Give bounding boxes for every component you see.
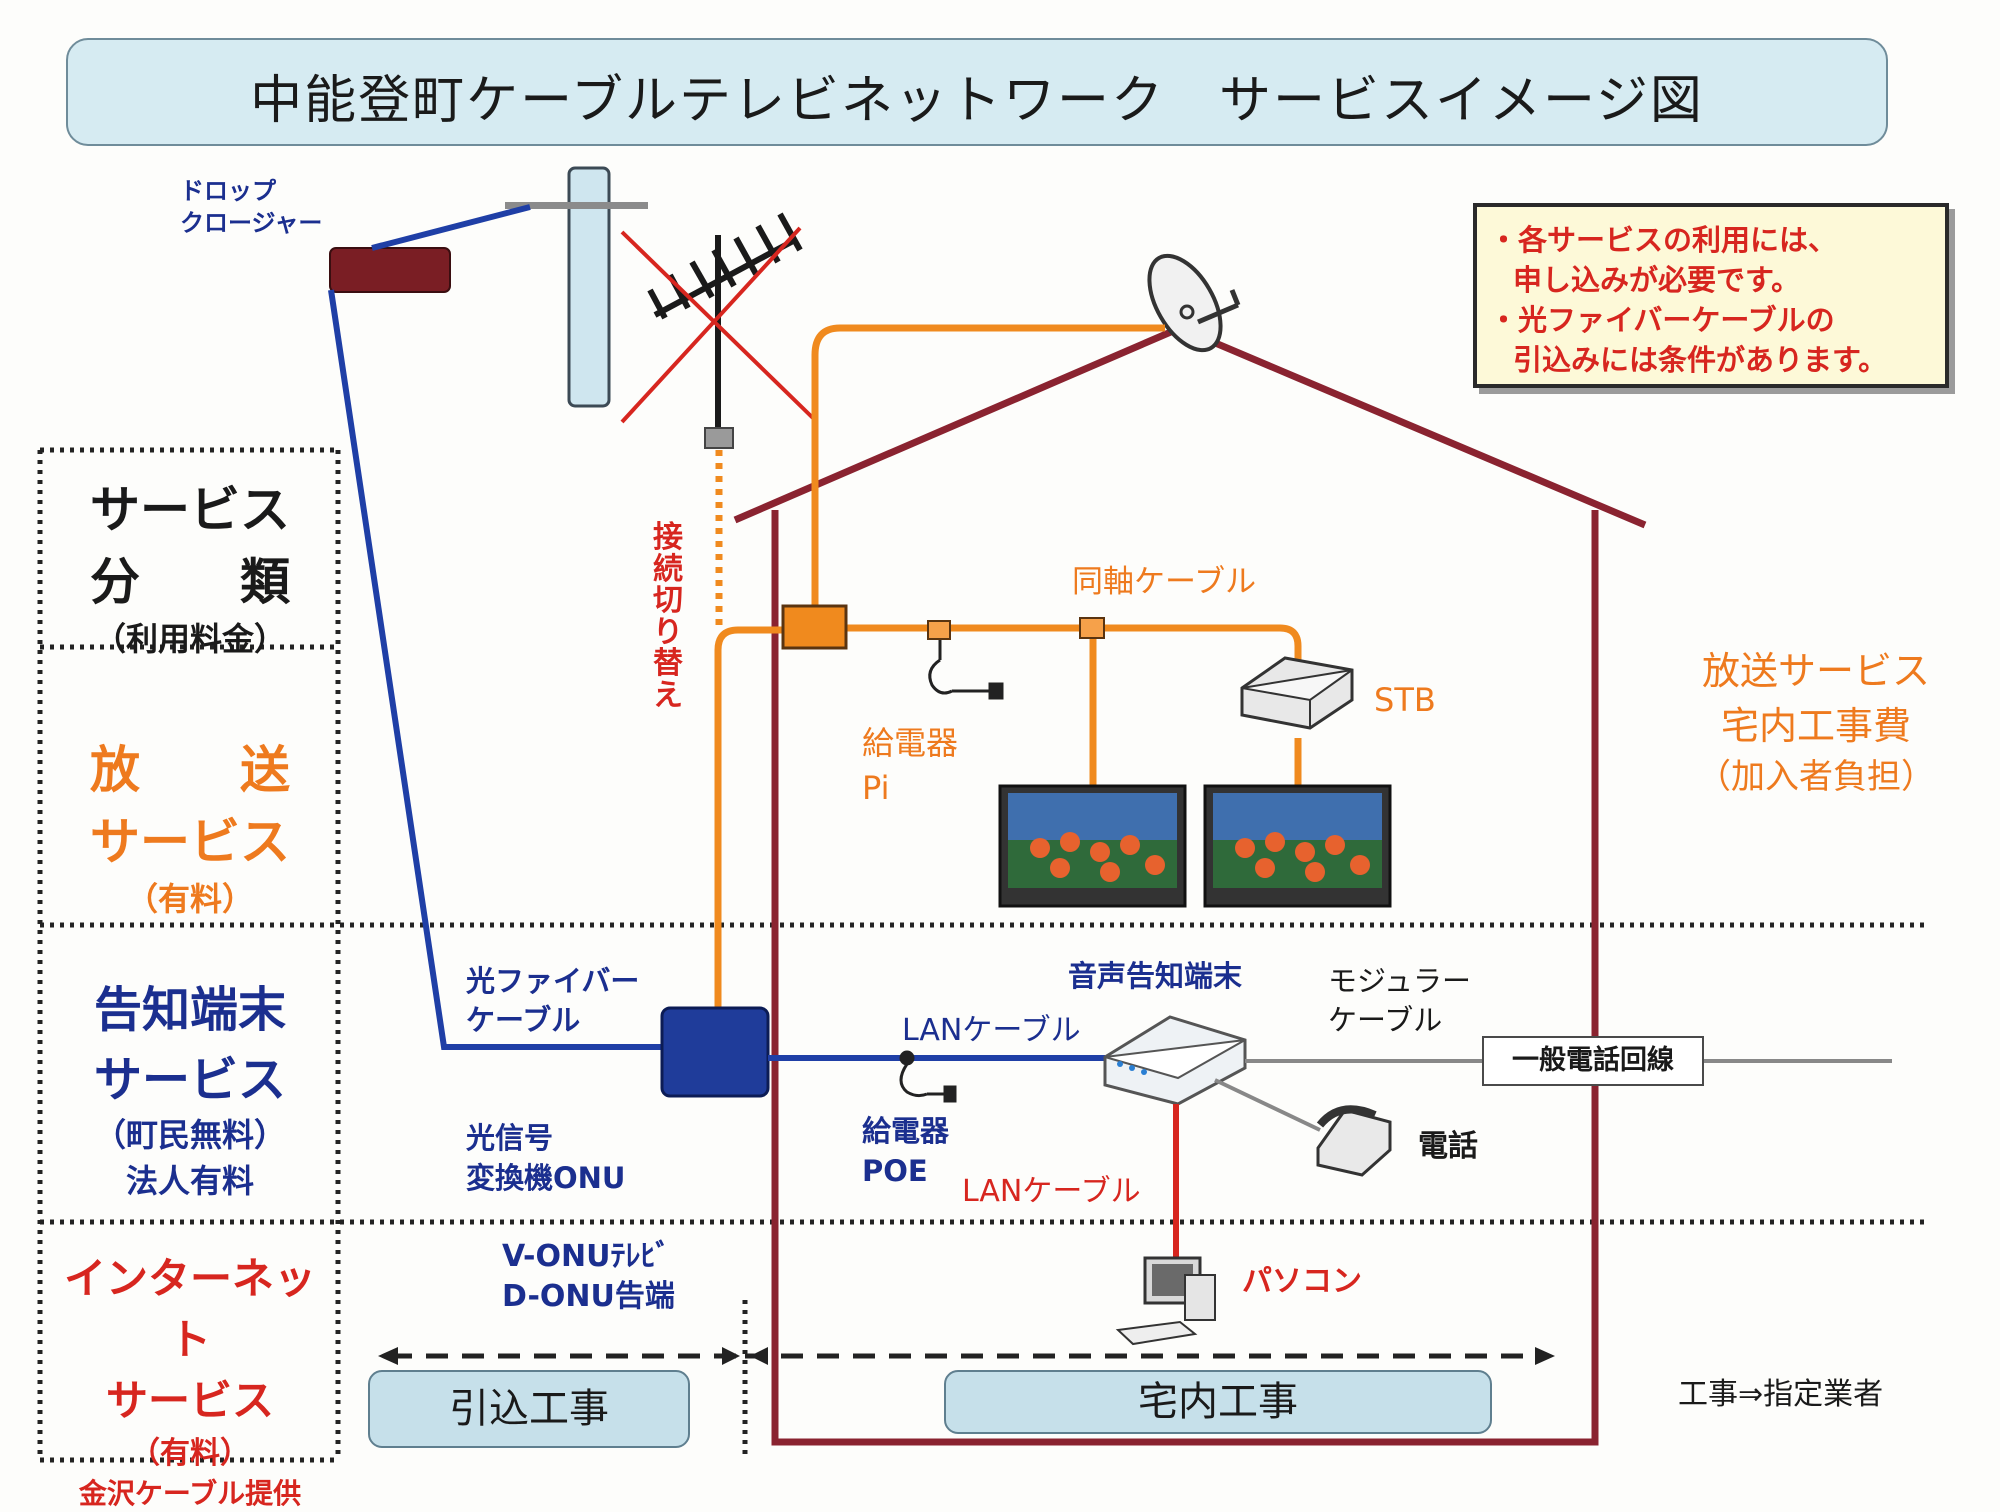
modular-cable-label-2: ケーブル — [1328, 1003, 1443, 1037]
category-notification: 告知端末 サービス （町民無料） 法人有料 — [45, 970, 335, 1202]
phone-cable-line — [1214, 1078, 1321, 1132]
lan-cable-blue-label: LANケーブル — [902, 1013, 1081, 1048]
phone-line-box: 一般電話回線 — [1482, 1036, 1704, 1086]
category-separators — [37, 447, 1925, 1463]
vonu-label-2: D-ONU告端 — [502, 1279, 675, 1314]
drop-closure-label-1: ドロップ — [180, 177, 276, 205]
category-internet-line1: インターネット — [63, 1254, 316, 1364]
power-inserter-poe-plug — [899, 1050, 957, 1103]
coax-tap-1 — [927, 620, 951, 640]
switchover-char-3: 切 — [653, 583, 683, 618]
switchover-label: 接 続 切 り 替 え — [650, 522, 686, 711]
category-internet-line2: サービス — [105, 1376, 274, 1425]
notice-line-3: ・光ファイバーケーブルの — [1489, 303, 1835, 337]
stb-device — [1240, 656, 1354, 730]
utility-pole — [505, 166, 648, 408]
indoor-work-button: 宅内工事 — [944, 1370, 1492, 1434]
work-scope-arrowheads — [378, 1347, 1555, 1365]
stb-label: STB — [1374, 681, 1436, 719]
category-notification-line3: （町民無料） — [93, 1116, 286, 1154]
switchover-char-4: り — [653, 614, 683, 650]
audio-terminal-label: 音声告知端末 — [1068, 959, 1243, 993]
onu-label-1: 光信号 — [466, 1121, 554, 1155]
notice-line-4: 引込みには条件があります。 — [1513, 343, 1888, 377]
power-pi-label-2: Pi — [862, 769, 890, 807]
removed-mark-x — [620, 226, 817, 424]
switchover-char-2: 続 — [653, 551, 683, 587]
fiber-cable-label-1: 光ファイバー — [466, 964, 640, 998]
coax-cable-lines — [714, 324, 1302, 1010]
coax-tap-2 — [1079, 617, 1105, 639]
antenna-connector — [704, 427, 734, 449]
notice-box: ・各サービスの利用には、 申し込みが必要です。 ・光ファイバーケーブルの 引込み… — [1473, 203, 1949, 388]
drop-closure-device — [329, 247, 451, 293]
category-notification-line4: 法人有料 — [125, 1162, 254, 1200]
category-broadcast-line2: サービス — [90, 813, 290, 871]
broadcast-fee-label-2: 宅内工事費 — [1720, 704, 1911, 748]
coax-splitter-box — [781, 604, 848, 650]
pc-label: パソコン — [1242, 1264, 1362, 1299]
vonu-label-1: V-ONUﾃﾚﾋﾞ — [502, 1239, 671, 1274]
category-internet-line3: （有料） — [130, 1436, 250, 1471]
incoming-work-label: 引込工事 — [449, 1386, 609, 1432]
category-internet-line4: 金沢ケーブル提供 — [78, 1477, 302, 1510]
category-header-line3: （利用料金） — [93, 620, 286, 658]
work-note-label: 工事⇒指定業者 — [1678, 1377, 1884, 1412]
onu-device — [660, 1006, 770, 1098]
indoor-work-label: 宅内工事 — [1138, 1379, 1298, 1425]
power-poe-label-1: 給電器 — [862, 1114, 950, 1148]
power-inserter-pi-plug — [928, 640, 1004, 700]
fiber-cable-drop — [328, 289, 662, 1050]
fiber-cable-label-2: ケーブル — [466, 1003, 581, 1037]
broadcast-fee-label-1: 放送サービス — [1701, 649, 1930, 693]
title-banner: 中能登町ケーブルテレビネットワーク サービスイメージ図 — [66, 38, 1888, 146]
tv-2 — [1203, 784, 1392, 908]
switchover-char-6: え — [653, 677, 683, 713]
category-notification-line1: 告知端末 — [93, 982, 286, 1038]
category-broadcast-line1: 放 送 — [90, 741, 290, 799]
category-header: サービス 分 類 （利用料金） — [45, 470, 335, 660]
notice-line-1: ・各サービスの利用には、 — [1489, 223, 1838, 257]
page-title: 中能登町ケーブルテレビネットワーク サービスイメージ図 — [250, 71, 1704, 131]
coax-cable-label: 同軸ケーブル — [1072, 564, 1257, 600]
phone-line-label: 一般電話回線 — [1512, 1045, 1674, 1076]
modular-cable-label-1: モジュラー — [1328, 964, 1471, 998]
incoming-work-button: 引込工事 — [368, 1370, 690, 1448]
satellite-dish — [1147, 253, 1241, 353]
onu-label-2: 変換機ONU — [466, 1161, 626, 1195]
tv-1 — [998, 784, 1187, 908]
lan-cable-red-label: LANケーブル — [962, 1174, 1141, 1209]
telephone-device — [1316, 1105, 1392, 1177]
category-broadcast: 放 送 サービス （有料） — [45, 730, 335, 920]
notice-line-2: 申し込みが必要です。 — [1513, 263, 1801, 297]
telephone-label: 電話 — [1418, 1129, 1478, 1164]
category-internet: インターネット サービス （有料） 金沢ケーブル提供 — [45, 1245, 335, 1512]
category-header-line1: サービス — [90, 481, 290, 539]
old-antenna — [647, 212, 803, 432]
category-notification-line2: サービス — [93, 1052, 286, 1108]
pc-device — [1115, 1256, 1216, 1346]
category-broadcast-line3: （有料） — [125, 880, 254, 918]
power-poe-label-2: POE — [862, 1154, 928, 1188]
drop-closure-label-2: クロージャー — [180, 209, 323, 237]
switchover-char-5: 替 — [653, 646, 683, 681]
audio-terminal-device — [1103, 1015, 1247, 1106]
broadcast-fee-label-3: （加入者負担） — [1697, 757, 1935, 797]
fiber-cable-line — [371, 204, 531, 251]
switchover-char-1: 接 — [653, 520, 683, 555]
category-header-line2: 分 類 — [90, 553, 290, 611]
power-pi-label-1: 給電器 — [862, 724, 959, 762]
